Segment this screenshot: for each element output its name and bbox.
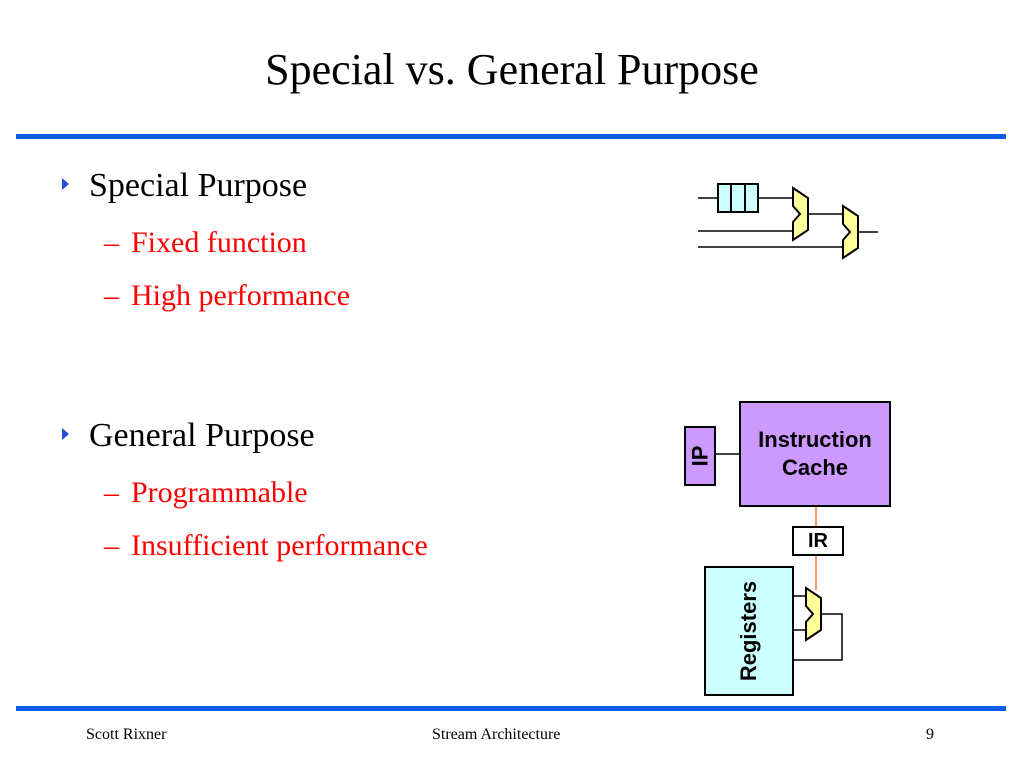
sub-bullet-label: High performance [131,279,351,312]
footer-page-number: 9 [926,726,934,743]
icache-label-line1: Instruction [758,427,872,452]
feedback-wire [792,613,843,661]
instruction-pointer-box: IP [684,426,716,486]
footer-course: Stream Architecture [432,726,561,743]
alu-chevron-icon [792,186,809,242]
triangle-right-icon [62,428,69,440]
bullet-general-purpose: General Purpose [62,416,315,456]
ir-label: IR [808,529,828,552]
registers-label: Registers [736,580,761,682]
sub-bullet-insufficient-performance: –Insufficient performance [104,529,428,562]
ip-label: IP [686,445,712,467]
bullet-label: General Purpose [89,417,315,454]
top-divider [16,134,1006,139]
footer-author: Scott Rixner [86,726,167,743]
sub-bullet-label: Fixed function [131,226,307,259]
instruction-register-box: IR [792,526,844,556]
bottom-divider [16,706,1006,711]
sub-bullet-fixed-function: –Fixed function [104,226,307,259]
alu-chevron-icon [842,204,859,260]
sub-bullet-programmable: –Programmable [104,476,308,509]
slide-title: Special vs. General Purpose [265,45,759,94]
instruction-cache-box: Instruction Cache [739,401,891,507]
sub-bullet-label: Insufficient performance [131,529,428,562]
sub-bullet-high-performance: –High performance [104,279,351,312]
bullet-special-purpose: Special Purpose [62,166,307,206]
icache-label-line2: Cache [781,455,849,480]
fifo-buffer-icon [717,183,759,213]
registers-box: Registers [704,566,794,696]
triangle-right-icon [62,178,69,190]
sub-bullet-label: Programmable [131,476,308,509]
alu-chevron-icon [805,586,822,642]
bullet-label: Special Purpose [89,167,308,204]
